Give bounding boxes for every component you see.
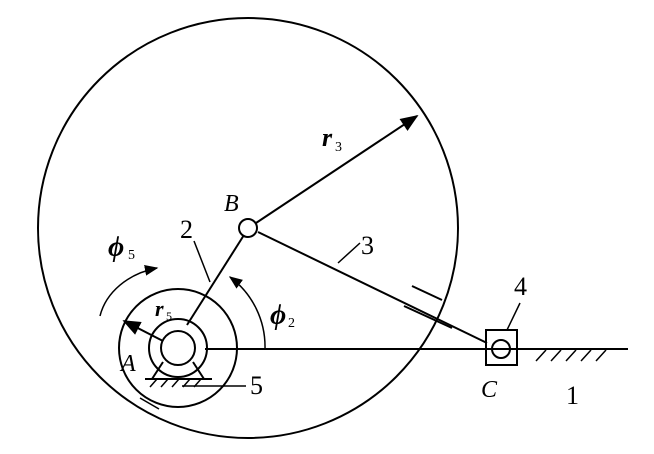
pivot-support-a — [151, 361, 205, 380]
leader-link-2 — [193, 240, 211, 283]
label-r5: r — [155, 296, 164, 321]
hub-outer-circle — [148, 318, 208, 378]
label-b: B — [224, 191, 239, 217]
slider-block-4 — [485, 329, 518, 366]
label-phi5-subscript: 5 — [128, 248, 135, 263]
label-link-5: 5 — [250, 371, 263, 400]
hub-inner-circle — [160, 330, 196, 366]
leader-link-4 — [506, 302, 521, 331]
label-link-4: 4 — [514, 272, 527, 301]
radius-r5-arrow — [122, 320, 164, 342]
angle-phi2-arc — [228, 276, 266, 350]
label-link-2: 2 — [180, 215, 193, 244]
label-phi2: ϕ — [270, 300, 286, 331]
label-r3: r — [322, 123, 333, 152]
label-link-3: 3 — [361, 231, 374, 260]
leader-link-3 — [337, 242, 361, 264]
ground-hatch-right — [535, 349, 607, 362]
rod-guide-upper — [411, 285, 443, 301]
large-circle-gear-3 — [37, 17, 459, 439]
label-r5-subscript: 5 — [166, 309, 172, 323]
rotation-phi5-arc — [99, 265, 159, 317]
joint-b — [238, 218, 258, 238]
joint-c — [491, 339, 511, 359]
radius-r3-arrow — [255, 115, 419, 224]
rod-guide-lower — [403, 305, 453, 329]
label-r3-subscript: 3 — [335, 140, 342, 155]
connecting-rod-3 — [257, 231, 488, 344]
label-a: A — [119, 351, 136, 377]
label-phi5: ϕ — [108, 232, 124, 263]
leader-gear-3 — [139, 397, 160, 410]
label-phi2-subscript: 2 — [288, 316, 295, 331]
label-link-1: 1 — [566, 381, 579, 410]
label-c: C — [481, 377, 498, 403]
crank-link-2 — [186, 234, 245, 326]
